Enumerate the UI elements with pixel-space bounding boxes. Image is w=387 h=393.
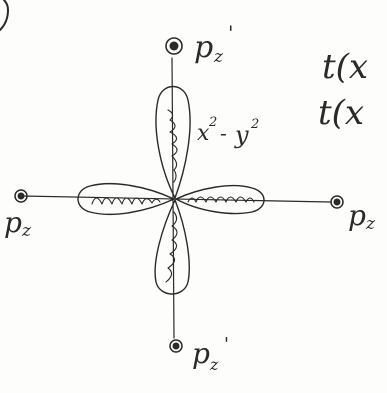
- svg-text:z: z: [209, 355, 219, 374]
- atom-bottom: [169, 339, 183, 353]
- orbital-label: x 2 - y 2: [197, 115, 259, 149]
- label-bottom: p z ': [192, 334, 229, 374]
- svg-text:t(x: t(x: [322, 47, 368, 87]
- lobe-top-hatching: [167, 109, 178, 183]
- lobe-right: [175, 185, 265, 215]
- atom-left: [14, 189, 28, 203]
- svg-text:2: 2: [250, 117, 259, 132]
- label-top: p z ': [194, 21, 234, 67]
- svg-text:t(x: t(x: [318, 93, 364, 133]
- svg-text:-: -: [220, 121, 227, 145]
- svg-text:z: z: [21, 221, 32, 241]
- svg-text:p: p: [348, 199, 366, 232]
- lobe-left-hatching: [91, 197, 161, 205]
- svg-text:p: p: [4, 206, 22, 239]
- svg-text:z: z: [213, 47, 224, 67]
- svg-text:': ': [224, 334, 229, 355]
- atom-top: [165, 37, 183, 55]
- atom-right: [330, 195, 344, 209]
- label-left: p z: [4, 206, 32, 241]
- lobe-left: [77, 183, 175, 215]
- lobe-bottom-hatching: [165, 211, 178, 283]
- corner-mark: [0, 0, 9, 31]
- lobe-right-hatching: [187, 196, 255, 203]
- svg-text:x: x: [197, 121, 210, 146]
- svg-text:y: y: [234, 121, 249, 149]
- lobe-top: [155, 85, 191, 199]
- svg-text:': ': [228, 21, 234, 45]
- label-right: p z: [348, 199, 376, 234]
- svg-text:p: p: [192, 337, 210, 370]
- svg-text:z: z: [365, 214, 376, 234]
- svg-text:p: p: [194, 30, 213, 65]
- lobe-bottom: [154, 199, 190, 295]
- side-text: t(x t(x: [318, 47, 368, 133]
- d-orbital-lobes: [77, 85, 265, 295]
- svg-text:2: 2: [208, 115, 217, 130]
